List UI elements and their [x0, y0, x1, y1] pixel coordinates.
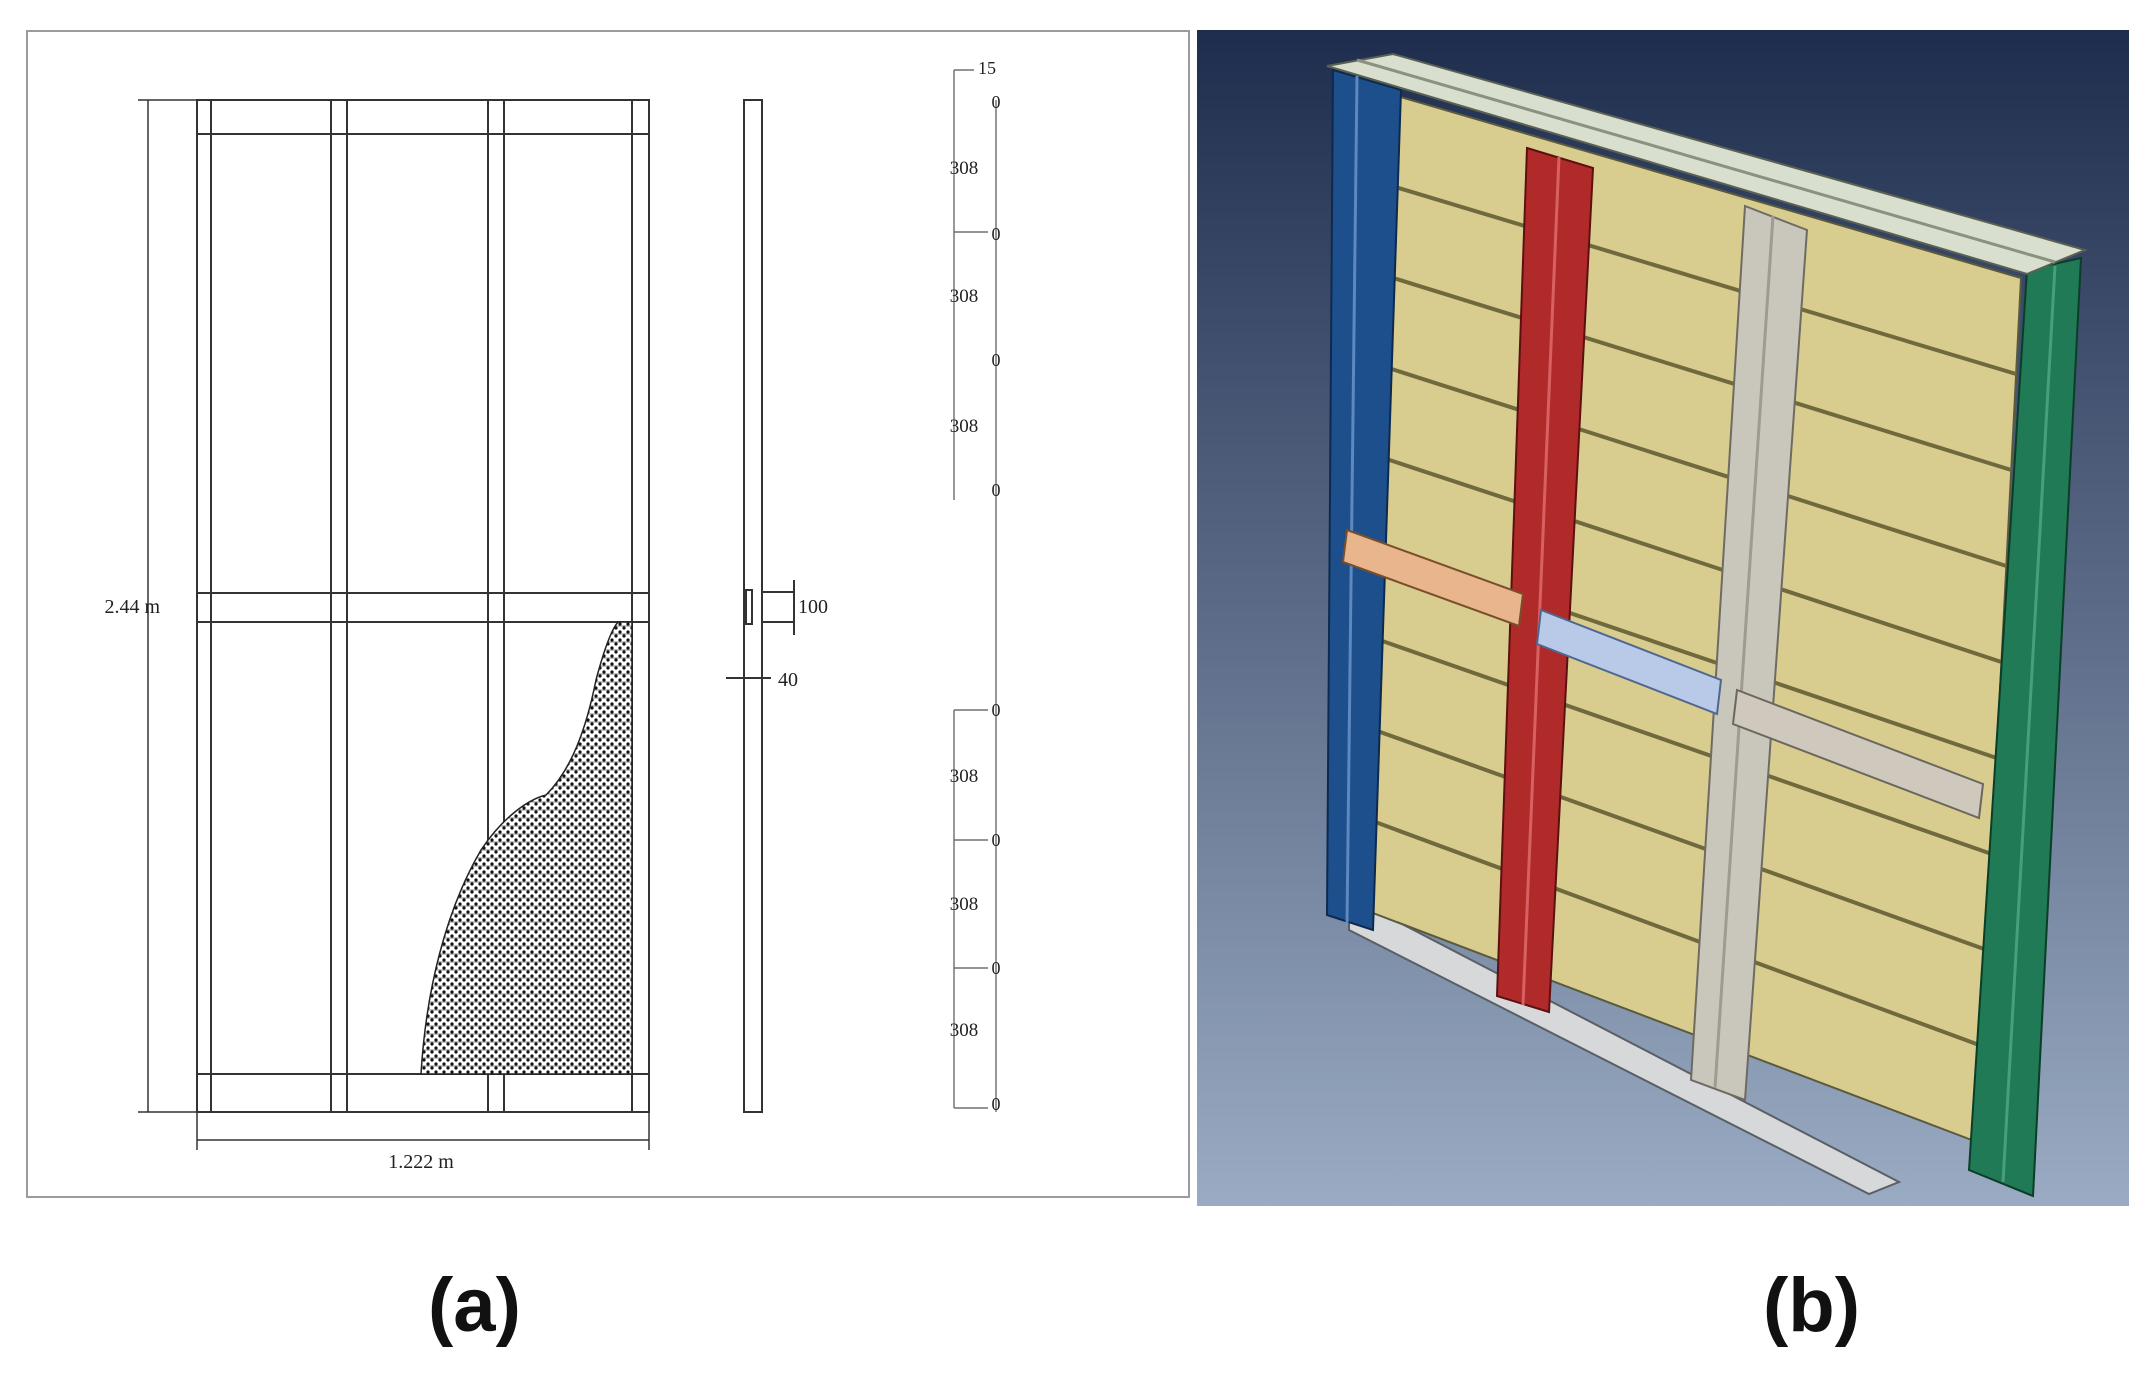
red-stud	[1495, 146, 1595, 1014]
fastener-markers: 0 0 0 0 0 0 0 0	[992, 92, 1001, 1114]
right-end-stud	[1967, 256, 2083, 1198]
fastener-spacing-column	[953, 69, 997, 1112]
sheathing-rib	[1382, 455, 2003, 664]
lightblue-blocking	[1535, 608, 1723, 716]
left-end-stud	[1325, 68, 1403, 932]
caption-a: (a)	[428, 1263, 521, 1348]
fastener-marker-7: 0	[992, 958, 1001, 978]
fastener-marker-4: 0	[992, 480, 1001, 500]
height-label: 2.44 m	[104, 596, 160, 618]
spacing-label-4: 308	[950, 766, 979, 787]
width-dimension	[196, 1112, 650, 1150]
spacing-label-1: 308	[950, 158, 979, 179]
fastener-marker-6: 0	[992, 830, 1001, 850]
top-plate	[1326, 52, 2089, 276]
spacing-labels: 308 308 308 308 308 308	[950, 158, 979, 1041]
grey-stud	[1689, 204, 1809, 1102]
wall-elevation	[196, 99, 650, 1113]
section-gap-label: 100	[798, 596, 828, 618]
model-3d-svg	[1197, 30, 2129, 1206]
panel-b-3d-model	[1197, 30, 2129, 1206]
fastener-marker-5: 0	[992, 700, 1001, 720]
fastener-marker-1: 0	[992, 92, 1001, 112]
panel-a-technical-drawing: 2.44 m 1.222 m 100 40	[26, 30, 1190, 1198]
sheathing-rib	[1392, 184, 2017, 376]
fastener-marker-3: 0	[992, 350, 1001, 370]
caption-b: (b)	[1763, 1263, 1861, 1348]
top-offset-label: 15	[978, 58, 996, 78]
sheathing-rib	[1389, 274, 2012, 472]
fastener-marker-8: 0	[992, 1094, 1001, 1114]
wall-section	[726, 99, 795, 1113]
grey-blocking	[1731, 688, 1985, 820]
fastener-marker-2: 0	[992, 224, 1001, 244]
orange-blocking	[1341, 528, 1525, 628]
spacing-label-2: 308	[950, 286, 979, 307]
sheathing-rib	[1375, 636, 1993, 856]
spacing-label-3: 308	[950, 416, 979, 437]
sheathing-rib	[1385, 365, 2007, 568]
sheathing-hatch	[420, 621, 633, 1075]
width-label: 1.222 m	[388, 1151, 454, 1173]
spacing-label-5: 308	[950, 894, 979, 915]
drawing-a-svg: 2.44 m 1.222 m 100 40	[26, 30, 1190, 1198]
sheathing-rib	[1367, 817, 1983, 1048]
height-dimension	[138, 99, 197, 1113]
sheathing-rib	[1371, 727, 1988, 952]
section-thickness-label: 40	[778, 669, 798, 691]
spacing-label-6: 308	[950, 1020, 979, 1041]
